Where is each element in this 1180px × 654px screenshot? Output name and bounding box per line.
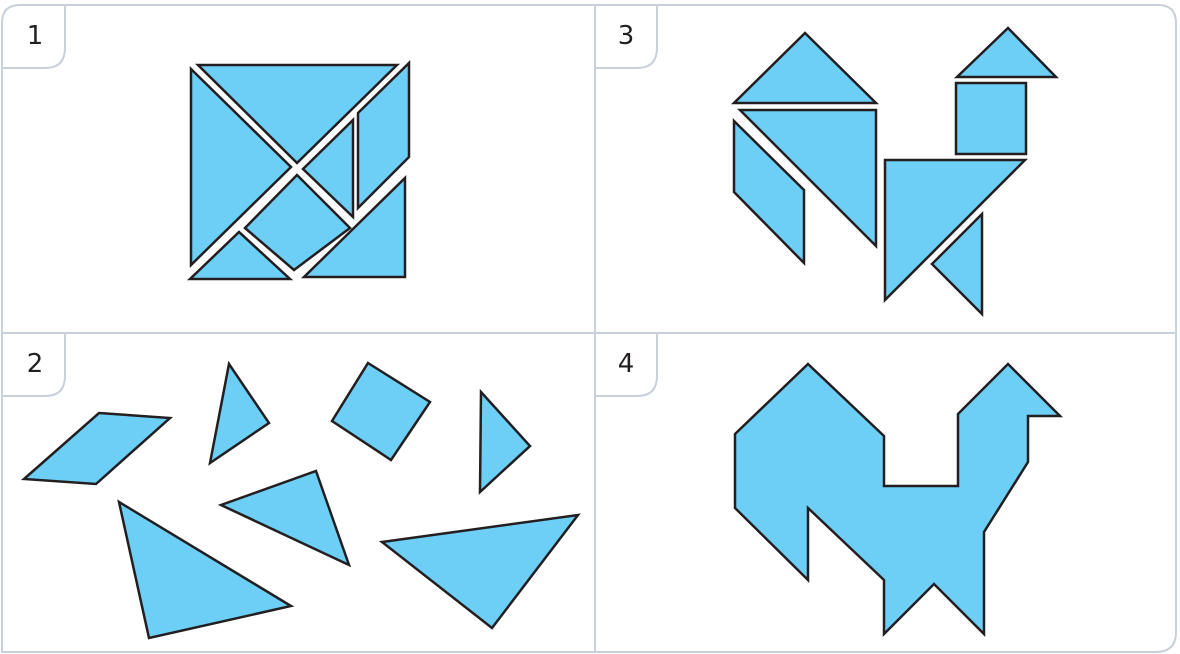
- large-triangle-roof: [734, 33, 876, 103]
- square-head: [956, 83, 1026, 154]
- square-piece: [332, 363, 430, 460]
- large-triangle-b: [382, 515, 578, 628]
- panel-4-rooster-silhouette: [735, 364, 1060, 634]
- parallelogram-piece: [24, 413, 170, 484]
- panel-1-number: 1: [5, 20, 65, 52]
- small-triangle-comb: [957, 28, 1056, 77]
- panel-3-number: 3: [596, 20, 656, 52]
- panel-2-number: 2: [5, 348, 65, 380]
- panel-3-rooster-pieces: [734, 28, 1056, 314]
- small-triangle-a: [210, 364, 269, 463]
- panel-1-square: [190, 63, 409, 279]
- panel-2-scattered: [24, 363, 578, 638]
- medium-triangle: [221, 471, 349, 565]
- panel-4-number: 4: [596, 348, 656, 380]
- rooster-outline: [735, 364, 1060, 634]
- small-triangle-b: [480, 392, 530, 492]
